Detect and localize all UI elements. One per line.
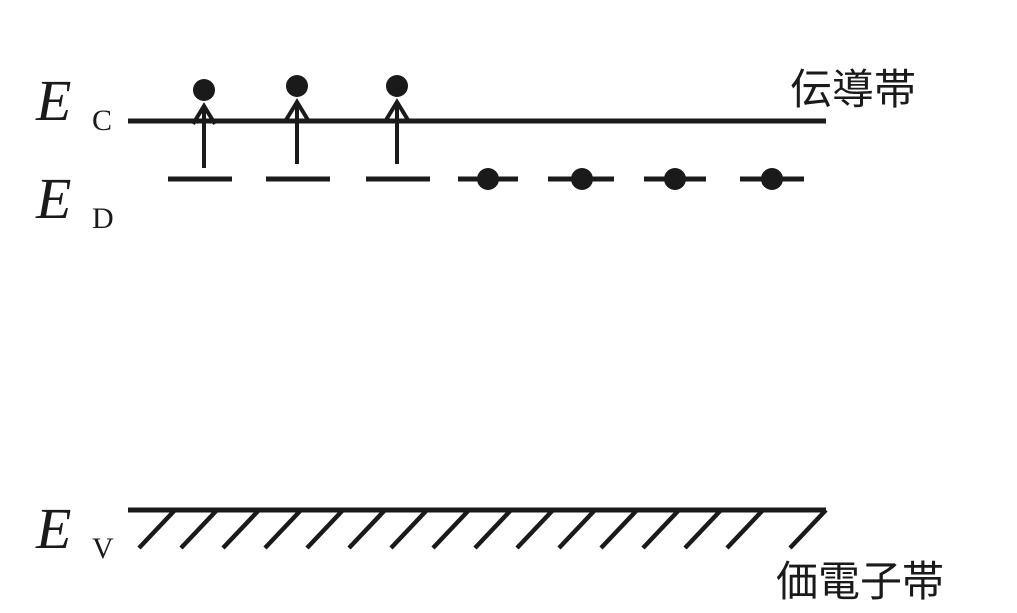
hatch-line: [389, 508, 429, 550]
hatch-line: [137, 508, 177, 550]
hatch-line: [557, 508, 597, 550]
electron-dot: [664, 168, 686, 190]
ev-subscript: V: [92, 532, 114, 565]
hatch-line: [347, 508, 387, 550]
hatch-line: [263, 508, 303, 550]
excitation-arrow: [191, 102, 217, 168]
hatch-line: [599, 508, 639, 550]
donor-electrons: [477, 168, 783, 190]
electron-dot: [571, 168, 593, 190]
hatch-line: [788, 508, 828, 550]
hatch-line: [725, 508, 765, 550]
hatch-line: [515, 508, 555, 550]
hatch-line: [431, 508, 471, 550]
hatch-line: [683, 508, 723, 550]
electron-dot: [286, 75, 308, 97]
ec-subscript: C: [92, 104, 112, 137]
electron-dot: [193, 79, 215, 101]
excitation-arrow: [284, 98, 310, 164]
excitation-arrow: [384, 98, 410, 164]
ed-label: E D: [35, 166, 114, 235]
electron-dot: [761, 168, 783, 190]
ed-symbol: E: [35, 166, 71, 231]
ec-symbol: E: [35, 68, 71, 133]
hatch-line: [305, 508, 345, 550]
valence-band-hatching: [137, 508, 828, 550]
ev-label: E V: [35, 496, 114, 565]
hatch-line: [179, 508, 219, 550]
valence-band-label: 価電子帯: [776, 557, 944, 606]
electron-dot: [386, 75, 408, 97]
ed-subscript: D: [92, 202, 114, 235]
electron-dot: [477, 168, 499, 190]
hatch-line: [221, 508, 261, 550]
ec-label: E C: [35, 68, 112, 137]
conduction-band-label: 伝導帯: [790, 65, 916, 114]
ev-symbol: E: [35, 496, 71, 561]
hatch-line: [473, 508, 513, 550]
hatch-line: [641, 508, 681, 550]
excited-electrons: [191, 75, 410, 168]
